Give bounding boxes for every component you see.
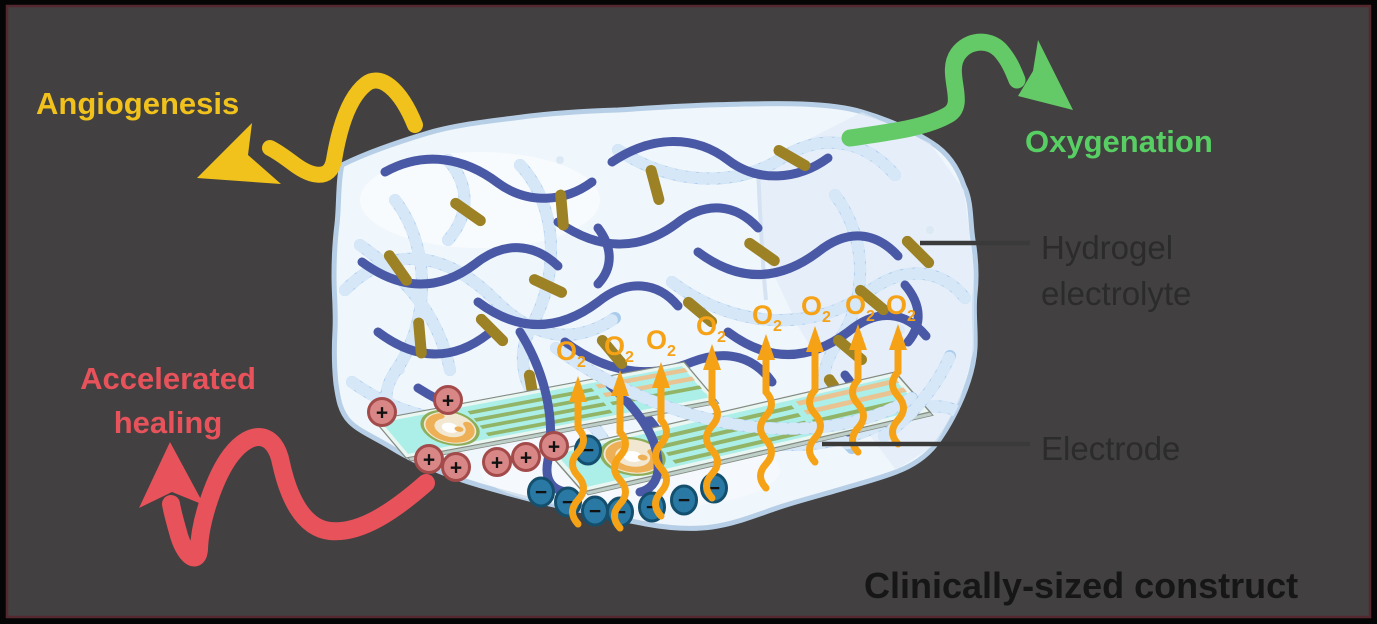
- plus-icon: +: [491, 452, 503, 475]
- plus-icon: +: [548, 436, 560, 459]
- angiogenesis-arrow-icon: [197, 72, 423, 184]
- angiogenesis-label: Angiogenesis: [36, 86, 239, 121]
- electrode-label: Electrode: [1041, 430, 1180, 467]
- minus-icon: −: [589, 500, 601, 523]
- accelerated-healing-label-line1: Accelerated: [80, 361, 256, 396]
- oxygen-labels: O2 O2 O2 O2 O2 O2 O2 O2: [556, 290, 916, 371]
- positive-ion: +: [367, 397, 397, 427]
- negative-ion: −: [581, 495, 609, 527]
- o2-label: O2: [801, 291, 831, 326]
- minus-icon: −: [535, 481, 547, 504]
- oxygenation-label: Oxygenation: [1025, 124, 1213, 159]
- o2-label: O2: [556, 336, 586, 371]
- hydrogel-label-line1: Hydrogel: [1041, 229, 1173, 266]
- negative-ion: −: [670, 484, 698, 516]
- positive-ion: +: [433, 385, 463, 415]
- positive-ion: +: [414, 444, 444, 474]
- oxygen-arrowheads: [569, 324, 907, 402]
- clinically-sized-construct-label: Clinically-sized construct: [864, 565, 1298, 606]
- plus-icon: +: [442, 390, 454, 413]
- polymer-network: [339, 136, 974, 454]
- oxygenation-arrow-icon: [841, 33, 1073, 147]
- plus-icon: +: [376, 402, 388, 425]
- oxygen-bubble-arrows: [569, 344, 907, 532]
- positive-ion: +: [539, 431, 569, 461]
- o2-label: O2: [604, 331, 634, 366]
- o2-label: O2: [696, 311, 726, 346]
- accelerated-healing-label-line2: healing: [114, 405, 223, 440]
- plus-icon: +: [520, 447, 532, 470]
- positive-ion: +: [482, 447, 512, 477]
- plus-icon: +: [450, 457, 462, 480]
- o2-label: O2: [646, 325, 676, 360]
- hydrogel-label-line2: electrolyte: [1041, 275, 1191, 312]
- plus-icon: +: [423, 449, 435, 472]
- positive-ions: + + + + + + +: [367, 385, 569, 482]
- minus-icon: −: [678, 489, 690, 512]
- positive-ion: +: [511, 442, 541, 472]
- negative-ion: −: [527, 476, 555, 508]
- accelerated-healing-arrow-icon: [139, 428, 435, 567]
- o2-label: O2: [845, 290, 875, 325]
- o2-label: O2: [886, 290, 916, 325]
- o2-label: O2: [752, 300, 782, 335]
- positive-ion: +: [441, 452, 471, 482]
